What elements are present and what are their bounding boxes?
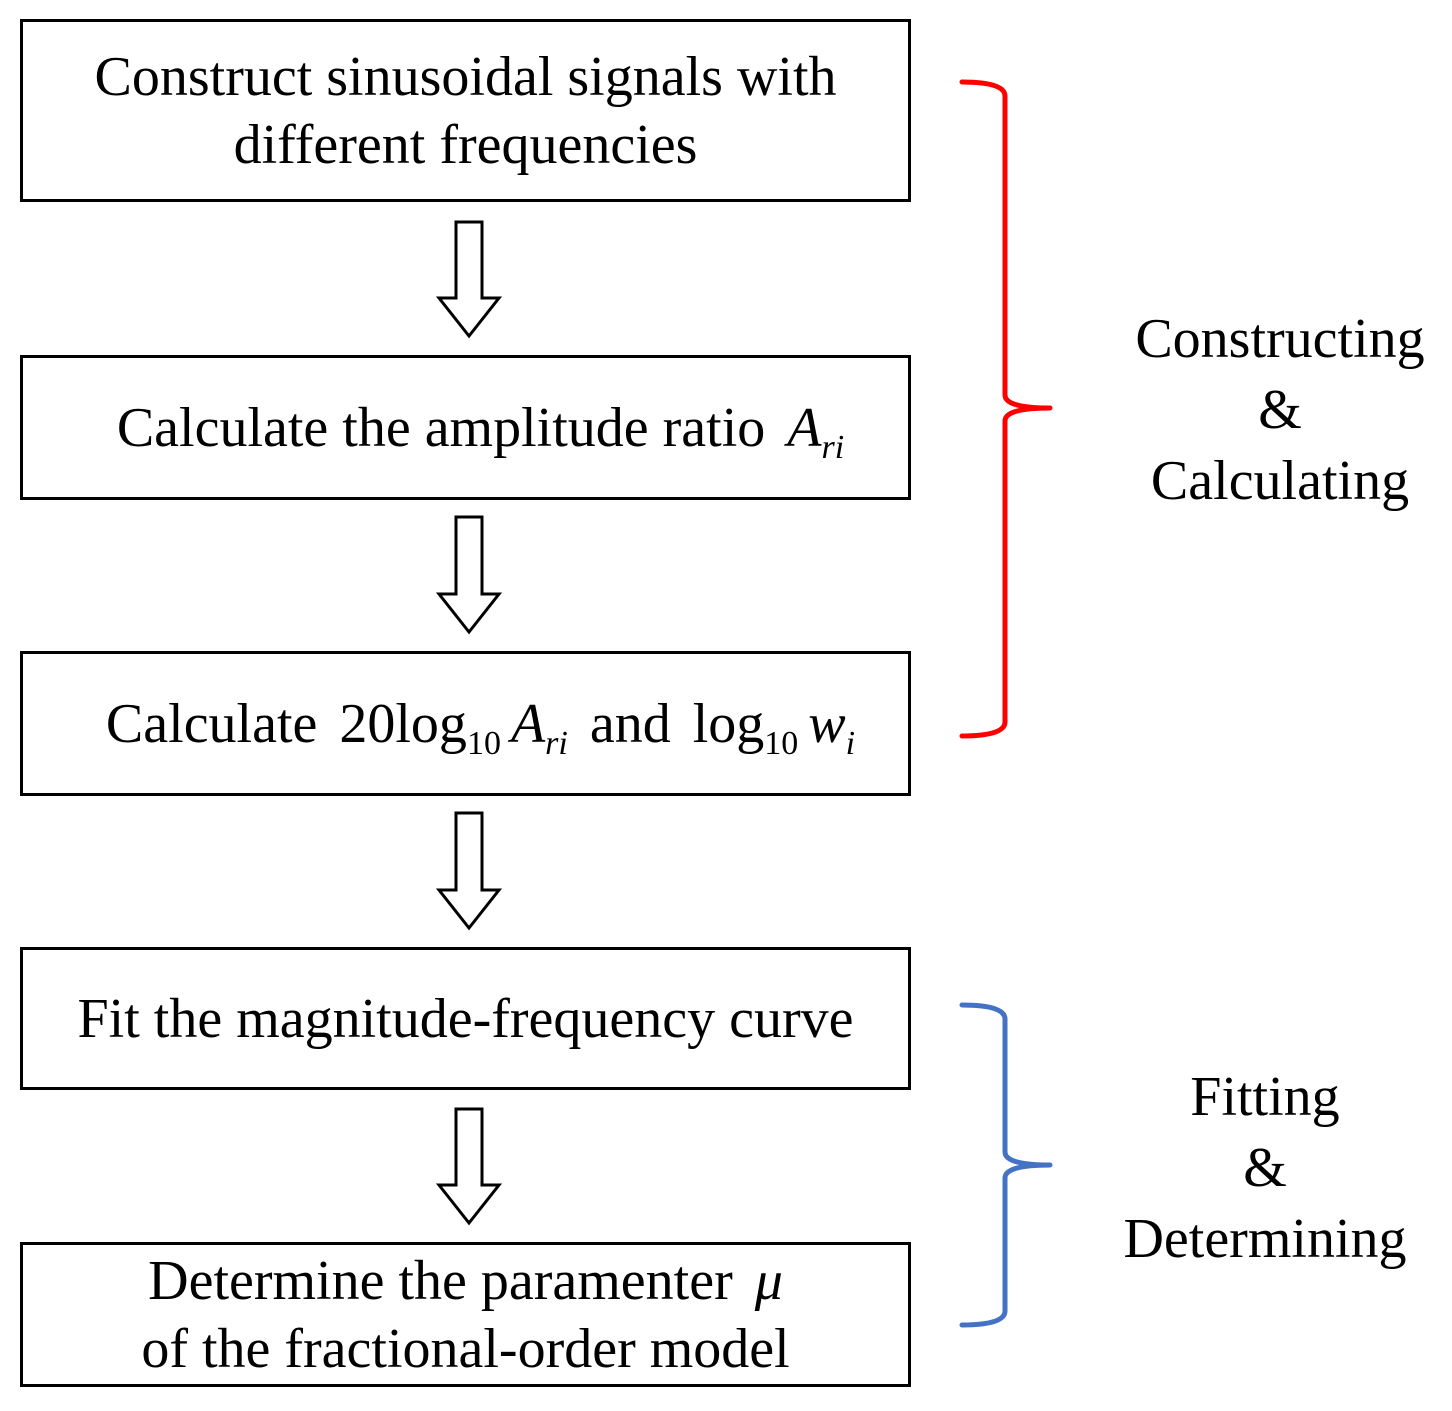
step-5-line-2: of the fractional-order model [141, 1317, 790, 1380]
step-5-line-1: Determine the paramenter [148, 1249, 733, 1312]
group-1-line-3: Calculating [1150, 450, 1410, 512]
step-fit-curve: Fit the magnitude-frequency curve [20, 947, 911, 1090]
group-2-line-1: Fitting [1190, 1066, 1340, 1128]
group-label-constructing-calculating: Constructing & Calculating [1115, 304, 1445, 517]
group-1-line-2: & [1258, 379, 1302, 441]
step-3-prefix: Calculate [105, 692, 318, 755]
group-2-line-3: Determining [1123, 1208, 1407, 1270]
group-1-line-1: Constructing [1135, 308, 1425, 370]
step-1-line-2: different frequencies [233, 113, 698, 176]
arrow-down-icon-1 [435, 220, 503, 339]
step-3-conjunction: and [589, 692, 671, 755]
arrow-down-icon-4 [435, 1107, 503, 1226]
arrow-down-icon-2 [435, 515, 503, 635]
blue-brace-icon [959, 1002, 1053, 1328]
step-1-line-1: Construct sinusoidal signals with [94, 45, 837, 108]
group-2-line-2: & [1243, 1137, 1287, 1199]
red-brace-icon [959, 79, 1053, 739]
group-label-fitting-determining: Fitting & Determining [1100, 1062, 1430, 1275]
step-calculate-amplitude-ratio: Calculate the amplitude ratio Ari [20, 355, 911, 500]
arrow-down-icon-3 [435, 811, 503, 931]
step-determine-parameter: Determine the paramenter μ of the fractio… [20, 1242, 911, 1387]
step-construct-signals: Construct sinusoidal signals with differ… [20, 19, 911, 202]
step-2-text: Calculate the amplitude ratio [116, 396, 766, 459]
step-4-text: Fit the magnitude-frequency curve [77, 987, 854, 1050]
mu-symbol: μ [754, 1249, 783, 1312]
amplitude-ratio-symbol: Ari [787, 396, 845, 466]
